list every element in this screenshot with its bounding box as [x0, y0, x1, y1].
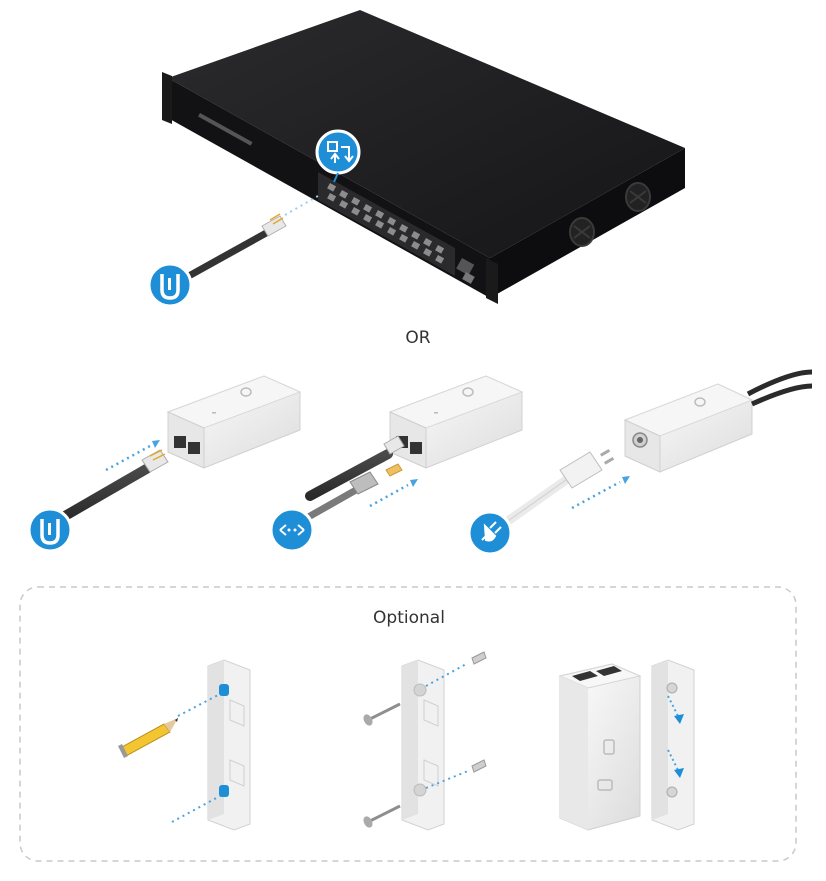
arrow-guide [425, 662, 469, 687]
switch-port-block [318, 172, 475, 284]
screw-icon [363, 804, 401, 828]
slide-down-arrow [667, 695, 684, 778]
mounting-bracket [401, 659, 445, 831]
poe-adapter-upright [558, 663, 642, 831]
or-label: OR [405, 328, 431, 348]
ubiquiti-u-icon [27, 507, 73, 553]
port-connection-icon [315, 129, 361, 175]
output-cables [746, 369, 813, 407]
ethernet-cable [305, 435, 405, 501]
ubiquiti-u-icon [147, 262, 193, 308]
arrow-guide [105, 440, 160, 472]
fan-vent [569, 182, 651, 247]
screw-icon [363, 702, 401, 726]
power-plug-icon [467, 510, 513, 556]
connection-guide-line [284, 195, 319, 216]
arrow-guide [369, 479, 418, 508]
ethernet-cable [53, 449, 169, 525]
mounting-bracket [651, 659, 695, 831]
wall-anchor-icon [471, 759, 487, 773]
pencil-icon [118, 718, 178, 758]
arrow-guide [571, 476, 630, 510]
arrow-guide [177, 693, 221, 717]
rack-switch [162, 10, 685, 304]
poe-adapter [623, 383, 754, 473]
power-cord [493, 449, 615, 533]
mounting-bracket [207, 659, 251, 831]
ethernet-arrows-icon [269, 507, 315, 553]
optional-label: Optional [373, 608, 445, 628]
arrow-guide [425, 770, 469, 789]
ethernet-cable [174, 213, 287, 286]
wall-anchor-icon [471, 651, 487, 665]
poe-adapter [166, 375, 302, 469]
poe-adapter [388, 375, 524, 469]
